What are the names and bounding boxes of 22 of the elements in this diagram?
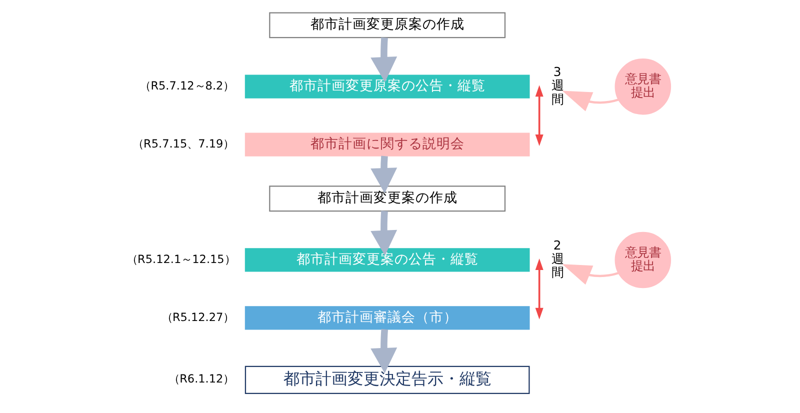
arrow — [370, 210, 398, 256]
node-label: （R6.1.12） — [168, 372, 234, 386]
arrow — [370, 329, 398, 374]
node-box: 都市計画変更原案の作成 — [269, 12, 506, 38]
arrow — [370, 156, 398, 194]
node-label: （R5.12.27） — [161, 310, 234, 324]
node-box: 都市計画変更決定告示・縦覧 — [244, 366, 530, 394]
node-text: 3週間 — [551, 65, 564, 106]
node-label: （R5.7.15、7.19） — [132, 137, 234, 150]
node-circle: 意見書提出 — [614, 232, 672, 288]
node-box: 都市計画に関する説明会 — [244, 132, 530, 156]
node-circle: 意見書提出 — [614, 58, 672, 115]
node-label: （R5.12.1～12.15） — [126, 252, 236, 266]
node-box: 都市計画変更案の作成 — [269, 186, 506, 212]
node-label: （R5.7.12～8.2） — [140, 79, 234, 92]
node-box: 都市計画審議会（市） — [244, 306, 530, 330]
arrow — [370, 37, 398, 82]
node-text: 2週間 — [551, 238, 564, 280]
node-box: 都市計画変更案の公告・縦覧 — [244, 248, 530, 272]
arrow — [562, 90, 619, 112]
node-box: 都市計画変更原案の公告・縦覧 — [244, 74, 530, 98]
arrow — [562, 264, 619, 285]
